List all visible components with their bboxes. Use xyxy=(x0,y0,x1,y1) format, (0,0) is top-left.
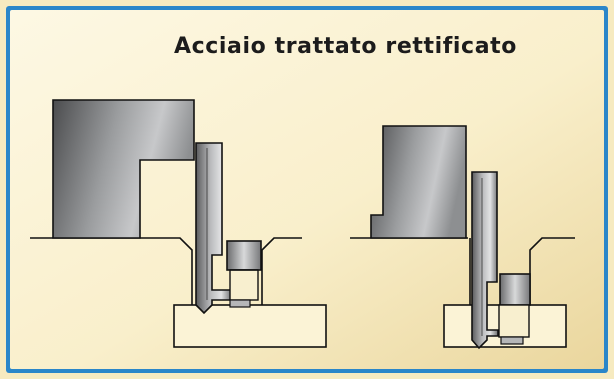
left-die-block xyxy=(173,304,327,348)
right-guide-pin xyxy=(471,171,499,350)
left-punch-holder xyxy=(52,99,195,239)
left-assembly xyxy=(30,99,327,348)
right-punch-holder xyxy=(370,125,467,239)
right-bushing xyxy=(499,273,531,306)
diagram-title: Acciaio trattato rettificato xyxy=(174,34,517,59)
left-bushing xyxy=(226,240,262,271)
right-assembly xyxy=(350,125,575,350)
